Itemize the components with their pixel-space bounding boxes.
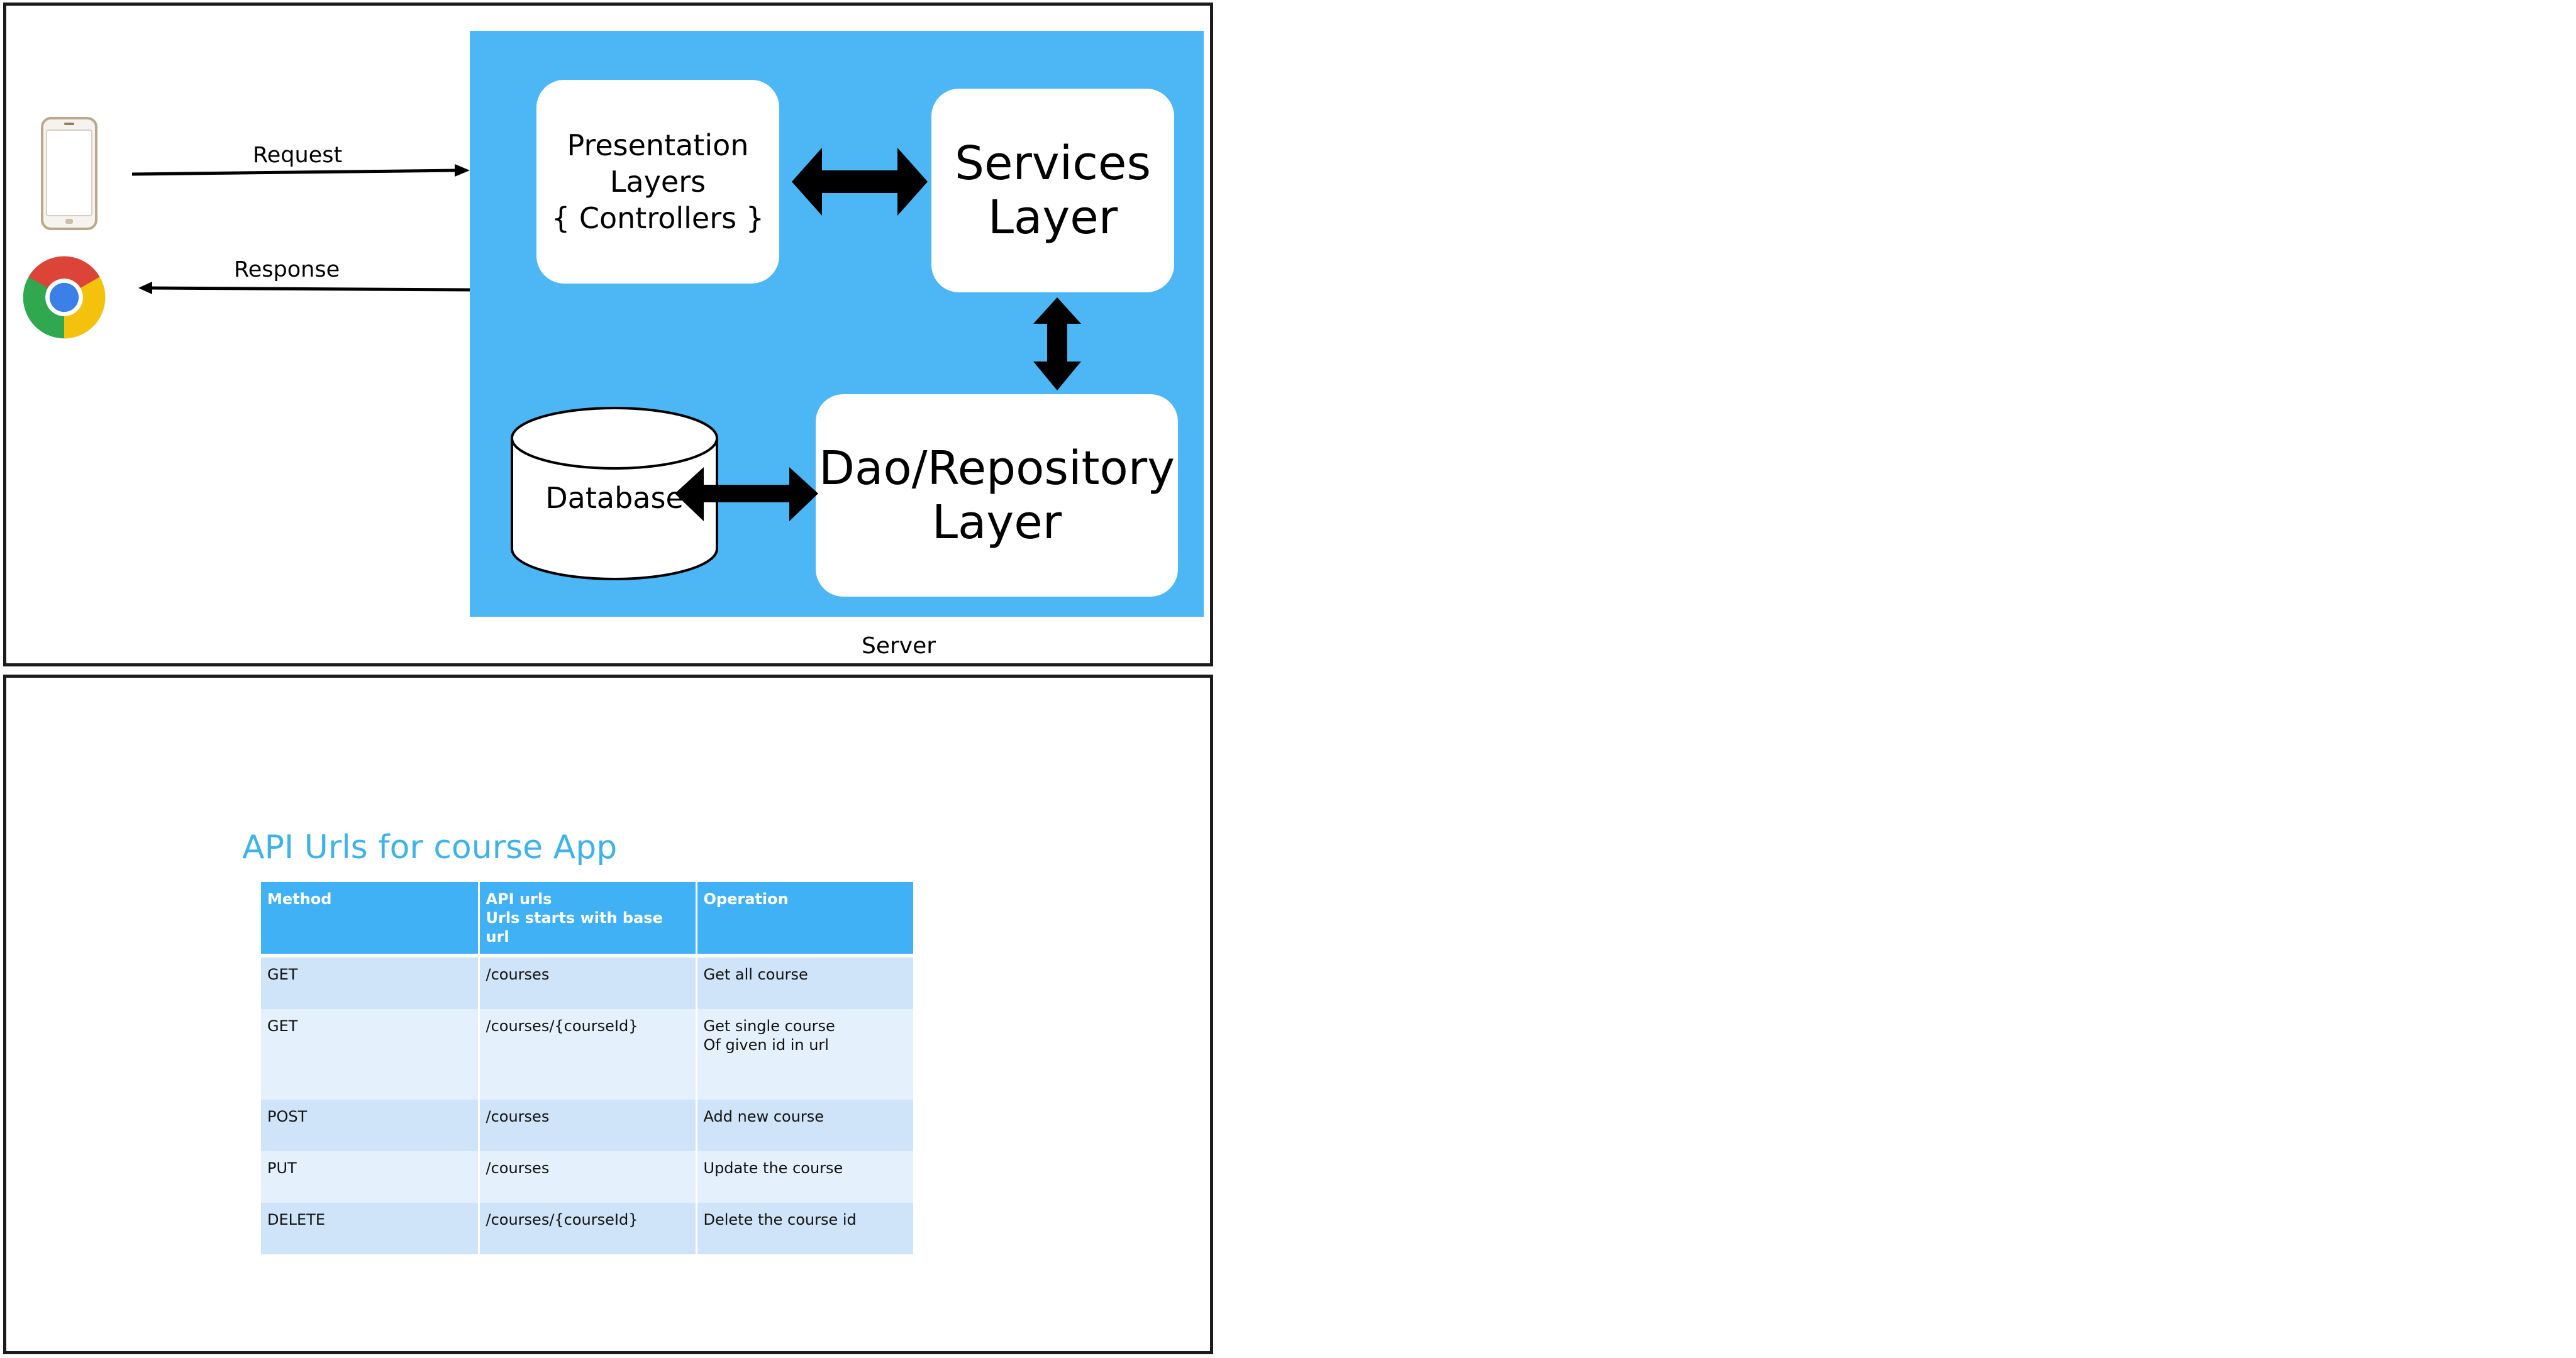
response-label: Response — [234, 257, 340, 282]
database-label: Database — [545, 481, 684, 515]
architecture-slide: Request Response Presentation Layers { C… — [3, 3, 1213, 666]
cell-url: /courses — [479, 1100, 697, 1151]
header-api-urls: API urls Urls starts with base url — [479, 882, 697, 958]
server-label: Server — [862, 633, 936, 659]
client-arrows — [131, 164, 470, 294]
cell-operation: Get single course Of given id in url — [696, 1009, 915, 1100]
cell-operation: Update the course — [696, 1151, 915, 1203]
cell-method: PUT — [261, 1151, 480, 1203]
table-header-row: Method API urls Urls starts with base ur… — [261, 882, 915, 958]
cell-method: POST — [261, 1100, 480, 1151]
cell-operation: Add new course — [696, 1100, 915, 1151]
database-cylinder: Database — [509, 406, 719, 582]
database-dao-arrow — [675, 467, 818, 521]
header-operation: Operation — [696, 882, 915, 958]
cell-method: GET — [261, 1009, 480, 1100]
header-method: Method — [261, 882, 480, 958]
cell-operation: Get all course — [696, 956, 915, 1009]
services-dao-arrow — [1033, 297, 1081, 390]
cell-url: /courses/{courseId} — [479, 1203, 697, 1254]
chrome-browser-icon — [23, 256, 106, 339]
database-icon — [511, 407, 718, 580]
slide-title: API Urls for course App — [242, 829, 618, 866]
cell-url: /courses/{courseId} — [479, 1009, 697, 1100]
dao-repository-layer-box: Dao/Repository Layer — [816, 394, 1178, 597]
response-arrow — [138, 282, 470, 294]
layer-connectors — [675, 148, 1081, 521]
presentation-services-arrow — [792, 148, 928, 216]
table-row: POST /courses Add new course — [261, 1100, 915, 1151]
api-urls-slide: API Urls for course App Method API urls … — [3, 675, 1213, 1354]
request-label: Request — [253, 143, 343, 168]
services-layer-box: Services Layer — [931, 89, 1174, 292]
table-row: DELETE /courses/{courseId} Delete the co… — [261, 1203, 915, 1254]
cell-operation: Delete the course id — [696, 1203, 915, 1254]
api-table: Method API urls Urls starts with base ur… — [261, 882, 915, 1254]
table-row: GET /courses/{courseId} Get single cours… — [261, 1009, 915, 1100]
cell-url: /courses — [479, 1151, 697, 1203]
presentation-layer-box: Presentation Layers { Controllers } — [536, 80, 779, 284]
cell-url: /courses — [479, 956, 697, 1009]
server-container: Presentation Layers { Controllers } Serv… — [470, 31, 1204, 617]
table-row: GET /courses Get all course — [261, 956, 915, 1009]
cell-method: GET — [261, 956, 480, 1009]
request-arrow — [131, 164, 470, 177]
cell-method: DELETE — [261, 1203, 480, 1254]
smartphone-icon — [41, 117, 97, 230]
table-row: PUT /courses Update the course — [261, 1151, 915, 1203]
